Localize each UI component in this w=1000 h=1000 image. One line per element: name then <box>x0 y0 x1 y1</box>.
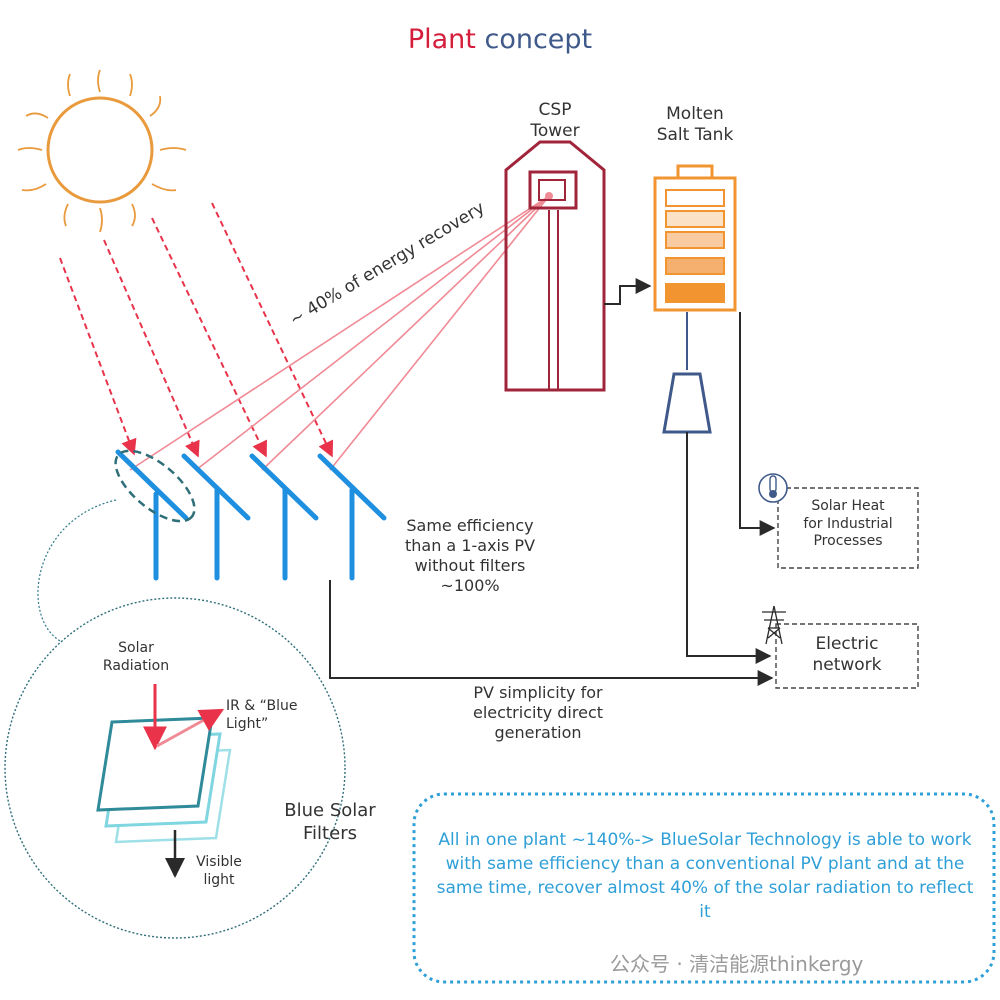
solar-radiation-label: Solar Radiation <box>102 640 170 674</box>
turbine-to-network-line <box>686 432 772 664</box>
ir-reflection-arrow <box>156 708 225 748</box>
pv-simplicity-label: PV simplicity for electricity direct gen… <box>472 683 604 742</box>
csp-tower-label: CSP Tower <box>530 100 580 142</box>
pv-panel-3 <box>249 453 319 581</box>
csp-tower <box>504 140 606 392</box>
tank-to-heat-arrow <box>739 312 776 536</box>
summary-box <box>412 792 996 984</box>
zoom-connector <box>37 499 117 643</box>
electric-network-label: Electric network <box>812 634 882 676</box>
same-efficiency-label: Same efficiency than a 1-axis PV without… <box>404 516 536 595</box>
panel-highlight <box>114 449 196 523</box>
pv-panel-4 <box>317 453 387 581</box>
blue-solar-filters-label: Blue Solar Filters <box>284 800 376 844</box>
visible-light-label: Visible light <box>196 854 242 888</box>
sun-icon <box>17 69 187 233</box>
focal-point <box>545 192 553 200</box>
pv-to-network-arrow <box>329 580 774 686</box>
pv-panel-2 <box>181 453 251 581</box>
ir-blue-light-label: IR & “Blue Light” <box>226 698 298 732</box>
molten-salt-tank <box>653 164 737 312</box>
title-part-plant: Plant <box>407 24 476 55</box>
pv-panel-1 <box>115 449 189 581</box>
turbine-icon <box>662 372 712 434</box>
detail-circle <box>4 597 346 939</box>
solar-heat-box <box>777 487 919 569</box>
transmission-tower-icon <box>762 605 786 645</box>
solar-heat-label: Solar Heat for Industrial Processes <box>803 498 893 549</box>
molten-salt-tank-label: Molten Salt Tank <box>656 104 734 146</box>
page-title: Plant concept <box>0 24 1000 55</box>
blue-filter-layers <box>96 716 232 844</box>
incoming-rays <box>59 202 334 458</box>
summary-text: All in one plant ~140%-> BlueSolar Techn… <box>436 830 974 923</box>
reflected-rays <box>129 195 550 471</box>
title-part-concept: concept <box>484 24 593 55</box>
watermark-text: 公众号 · 清洁能源thinkergy <box>610 952 864 976</box>
thermometer-icon <box>758 473 788 503</box>
electric-network-box <box>775 623 919 689</box>
tower-to-tank-arrow <box>604 278 652 305</box>
